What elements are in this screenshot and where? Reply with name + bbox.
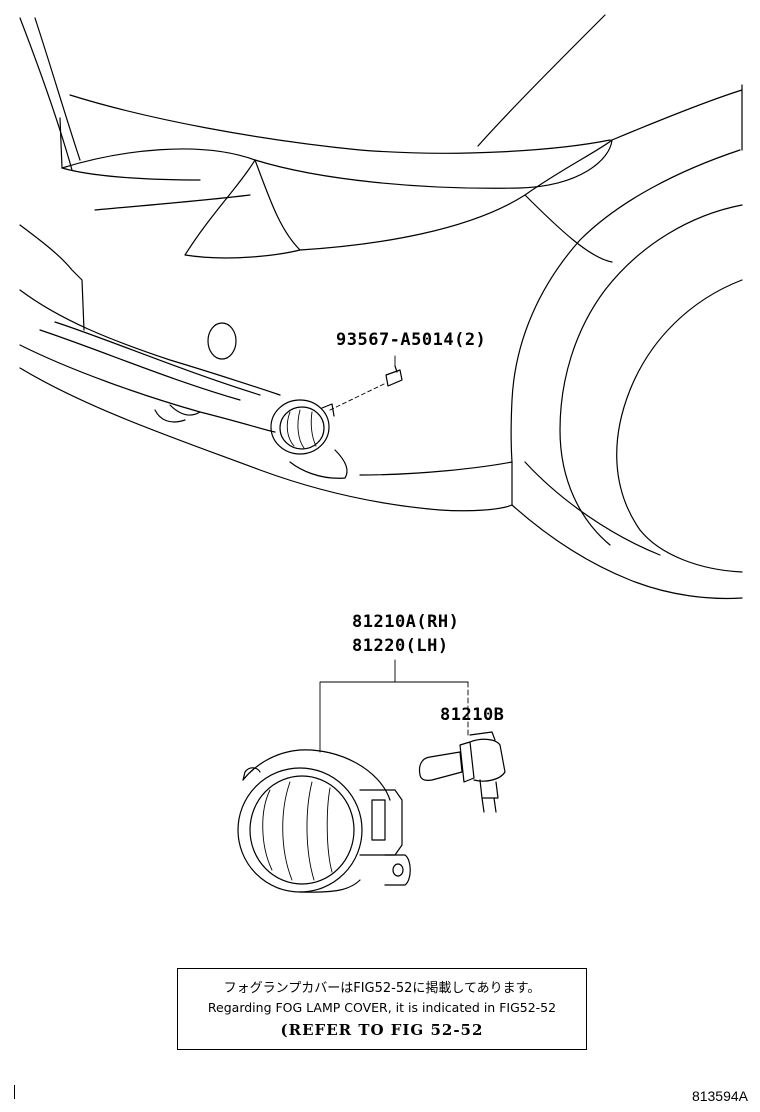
label-screw-part-number: 93567-A5014(2) — [336, 330, 487, 350]
label-bulb-part-number: 81210B — [440, 705, 505, 725]
note-japanese: フォグランプカバーはFIG52-52に掲載してあります。 — [223, 981, 541, 996]
screw-icon — [329, 365, 403, 411]
corner-tick-mark — [14, 1085, 15, 1099]
label-fog-lamp-lh: 81220(LH) — [352, 636, 449, 656]
car-front-body — [19, 14, 743, 600]
reference-note-box: フォグランプカバーはFIG52-52に掲載してあります。 Regarding F… — [177, 968, 587, 1050]
leader-lines — [319, 355, 469, 753]
bulb-icon — [418, 731, 506, 813]
fog-lamp-assembly — [237, 749, 411, 893]
label-fog-lamp-rh: 81210A(RH) — [352, 612, 460, 632]
note-reference: (REFER TO FIG 52-52 — [280, 1021, 484, 1039]
installed-fog-lamp — [270, 399, 335, 455]
figure-id: 813594A — [691, 1088, 748, 1104]
note-english: Regarding FOG LAMP COVER, it is indicate… — [207, 1000, 557, 1015]
